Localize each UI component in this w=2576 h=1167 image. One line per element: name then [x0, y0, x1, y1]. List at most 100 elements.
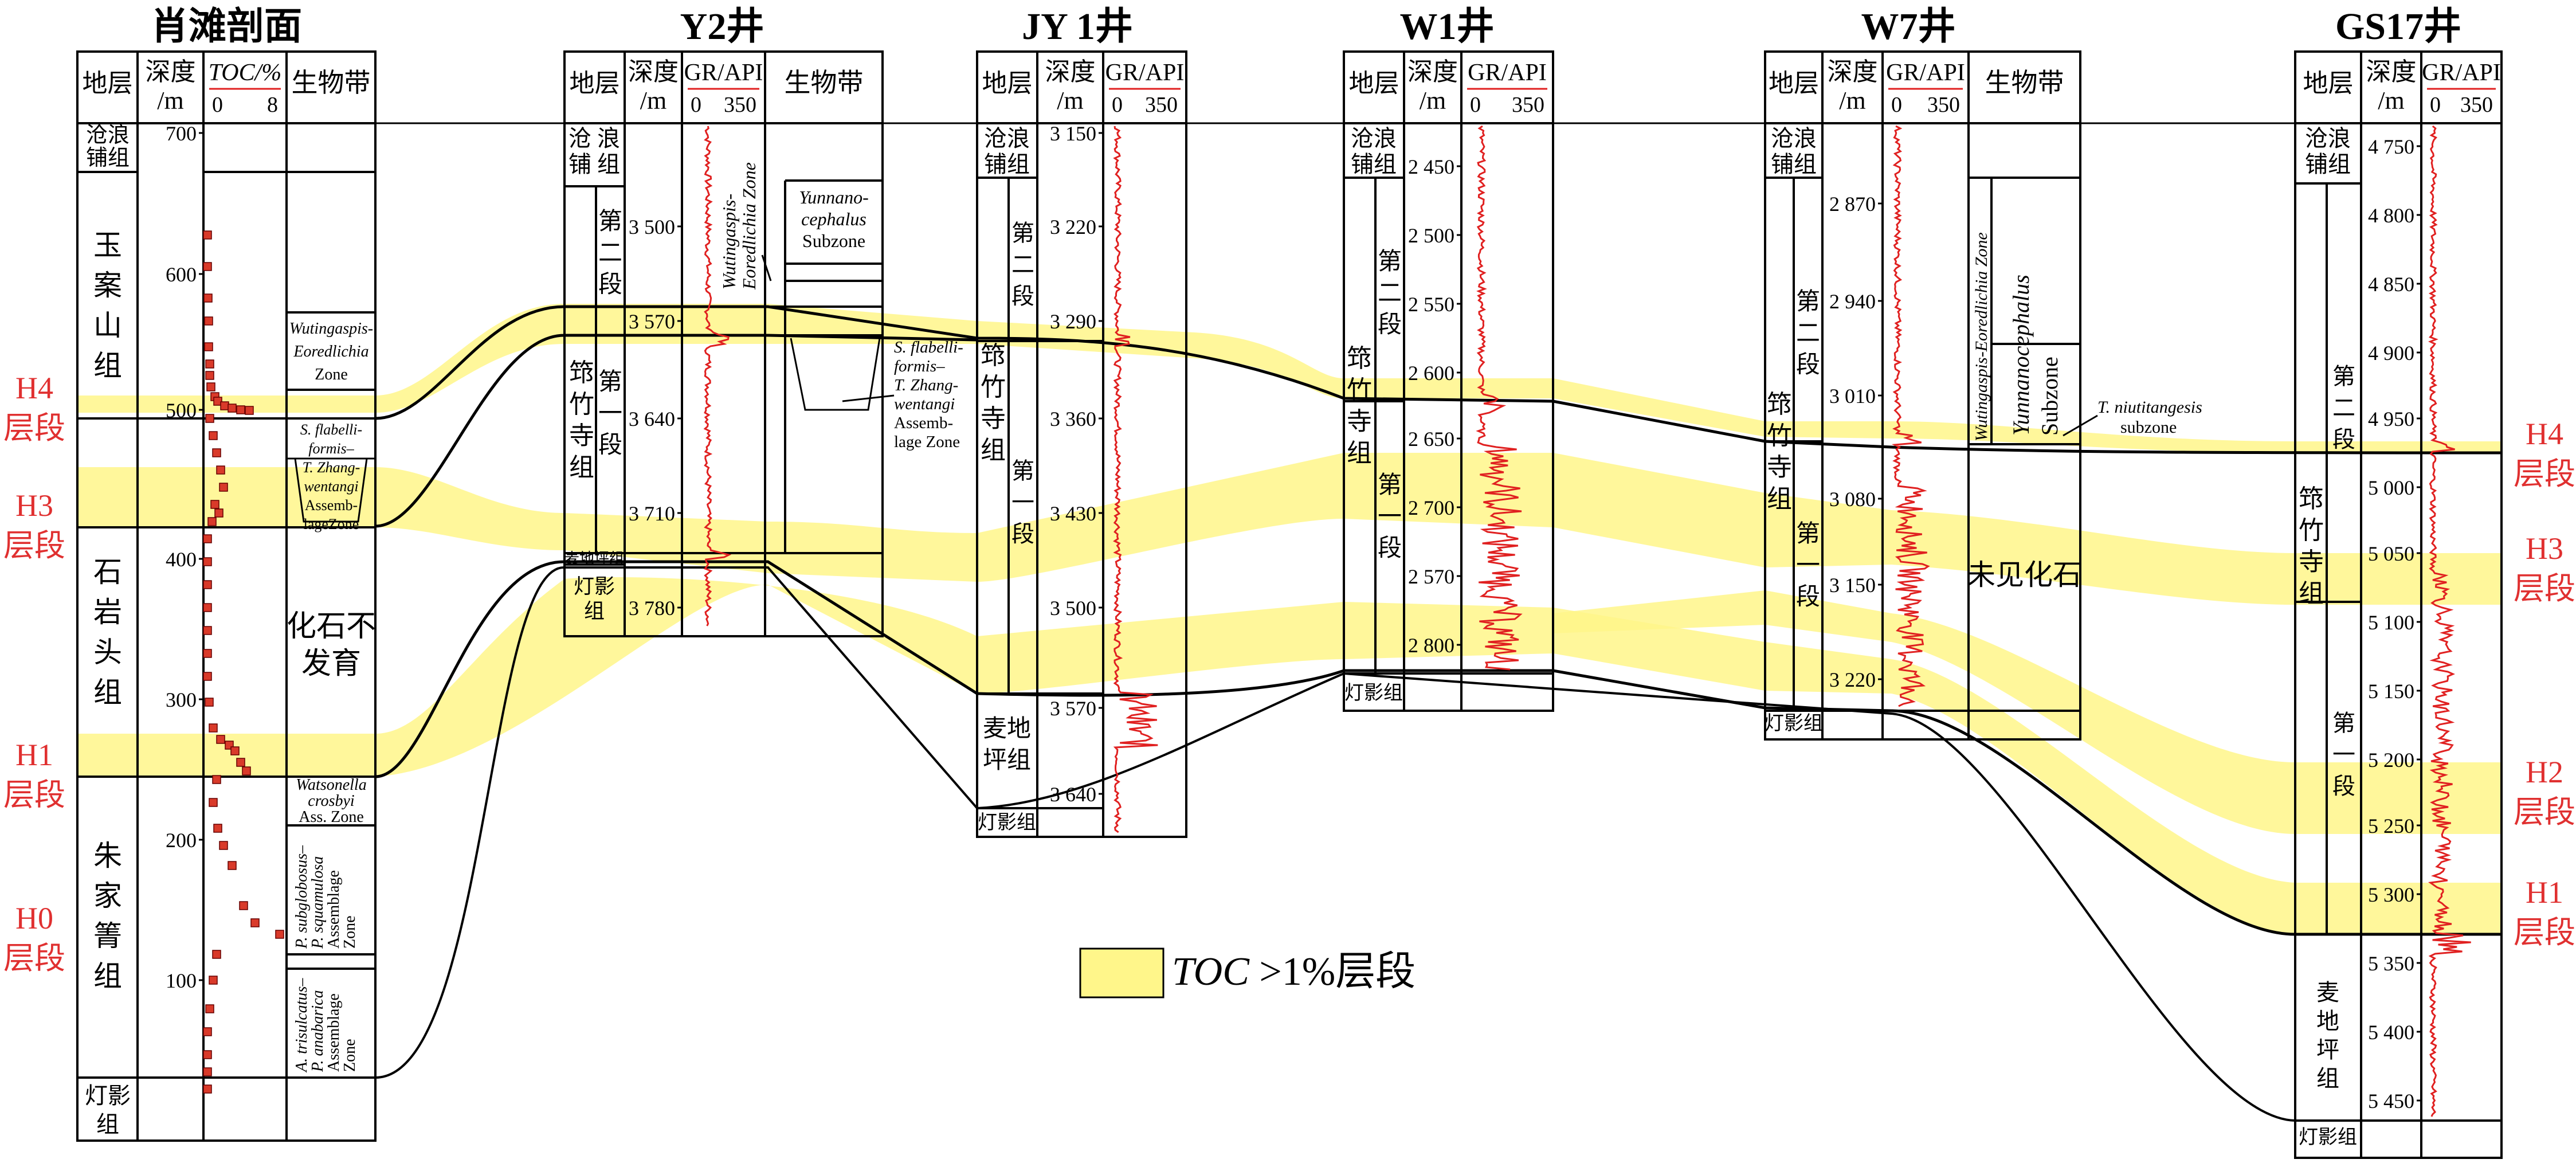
toc-point — [214, 508, 224, 518]
depth-tick-label: 3 570 — [1050, 697, 1096, 720]
gr-log-curve — [1113, 126, 1158, 833]
biozone-label: formis– — [308, 440, 354, 457]
biozone-label: Zone — [341, 1039, 359, 1072]
strata-label: 组 — [569, 453, 594, 481]
strata-label: 麦地坪组 — [564, 550, 624, 567]
strata-label: 二 — [1796, 320, 1820, 347]
biozone-label: subzone — [2120, 418, 2177, 437]
interval-label-right: 层段 — [2514, 571, 2575, 606]
header-scale-max: 350 — [724, 93, 756, 117]
toc-point — [245, 406, 254, 415]
strata-label: 山 — [93, 310, 122, 342]
biozone-label: Subzone — [2037, 357, 2063, 436]
interval-label-left: 层段 — [3, 528, 65, 563]
header-depth-unit: /m — [1420, 87, 1446, 115]
depth-tick-label: 5 200 — [2368, 749, 2414, 772]
strata-label: 沧 浪 — [568, 126, 620, 151]
depth-tick-label: 3 360 — [1050, 408, 1096, 430]
biozone-label: S. flabelli- — [300, 421, 362, 438]
toc-point — [212, 775, 221, 784]
depth-tick-label: 300 — [166, 688, 197, 711]
strata-label: 第 — [598, 209, 622, 235]
toc-point — [275, 930, 284, 939]
biozone-label: Zone — [341, 915, 359, 949]
header-scale-min: 0 — [691, 93, 701, 117]
strata-label: 竹 — [2299, 516, 2324, 545]
frame-w1 — [1343, 50, 1554, 712]
strata-label: 组 — [584, 600, 605, 622]
biozone-label: T. niutitangesis — [2097, 398, 2202, 417]
depth-tick-label: 5 100 — [2368, 611, 2414, 634]
gr-log-curve — [1891, 125, 1930, 707]
toc-point — [203, 672, 212, 681]
strata-label: 竹 — [1767, 422, 1792, 450]
depth-tick-label: 3 290 — [1050, 310, 1096, 333]
strata-label: 铺组 — [1351, 151, 1397, 177]
toc-point — [203, 603, 212, 612]
strata-label: 第 — [598, 369, 622, 395]
strata-label: 案 — [93, 269, 122, 301]
strata-label: 沧浪 — [2305, 126, 2351, 151]
strata-label: 第 — [1011, 220, 1034, 246]
strata-label: 岩 — [93, 596, 122, 628]
column-title: Y2井 — [680, 6, 764, 48]
strata-label: 第 — [2332, 363, 2355, 389]
depth-tick-label: 3 640 — [1050, 783, 1096, 806]
interval-label-left: 层段 — [3, 941, 65, 976]
depth-tick-label: 2 940 — [1829, 290, 1876, 313]
depth-tick-label: 3 780 — [629, 597, 675, 620]
strata-label: 组 — [981, 436, 1006, 464]
depth-tick-label: 2 570 — [1408, 565, 1454, 588]
strata-label: 组 — [2299, 579, 2324, 608]
strata-label: 段 — [1011, 283, 1034, 309]
strata-label: 铺组 — [86, 146, 130, 170]
strata-label: 沧浪 — [984, 126, 1030, 151]
strata-label: 灯影 — [574, 575, 615, 598]
strata-label: 组 — [2316, 1066, 2339, 1091]
strata-label: 筇 — [2299, 485, 2324, 513]
strata-label: 一 — [1011, 489, 1034, 515]
header-depth: 深度 — [1045, 58, 1096, 86]
frame-jy1 — [976, 50, 1187, 838]
biozone-label: P. anabarica — [309, 990, 327, 1072]
strata-label: 麦 — [2316, 980, 2339, 1005]
header-strata: 地层 — [1769, 69, 1819, 97]
header-strata: 地层 — [570, 69, 620, 97]
biozone-label: Yunnano- — [799, 187, 869, 207]
depth-tick-label: 5 350 — [2368, 952, 2414, 975]
biozone-label: wentangi — [304, 478, 358, 495]
header-depth: 深度 — [146, 58, 196, 86]
interval-label-left: H0 — [15, 901, 53, 935]
toc-point — [203, 557, 212, 566]
interval-label-right: H1 — [2526, 875, 2563, 910]
header-strata: 地层 — [2303, 69, 2354, 97]
header-depth: 深度 — [1828, 58, 1878, 86]
biozone-label: Ass. Zone — [299, 808, 364, 826]
strata-label: 二 — [1378, 280, 1402, 307]
strata-label: 第 — [2332, 710, 2355, 736]
biozone-label: Assemblage — [325, 870, 343, 949]
toc-point — [216, 735, 225, 744]
strata-label: 家 — [93, 880, 122, 912]
strata-label: 坪 — [2316, 1037, 2339, 1063]
strata-label: 玉 — [93, 229, 122, 261]
depth-tick-label: 2 800 — [1408, 634, 1454, 657]
biozone-label: Zone — [315, 366, 348, 383]
interval-label-right: H4 — [2526, 417, 2563, 451]
header-track: GR/API — [684, 60, 763, 86]
toc-point — [203, 1050, 212, 1059]
legend-swatch — [1079, 947, 1165, 998]
strata-label: 段 — [2332, 426, 2355, 452]
strata-label: 筇 — [981, 342, 1006, 370]
biozone-label: Assemblage — [325, 993, 343, 1072]
strata-label: 铺组 — [2305, 151, 2351, 177]
column-frames — [76, 50, 2503, 1159]
toc-point — [230, 746, 240, 755]
toc-point — [203, 649, 212, 658]
column-title: W7井 — [1861, 6, 1956, 48]
strata-label: 朱 — [93, 840, 122, 872]
toc-point — [207, 517, 217, 526]
biozone-shapes — [287, 254, 2098, 523]
